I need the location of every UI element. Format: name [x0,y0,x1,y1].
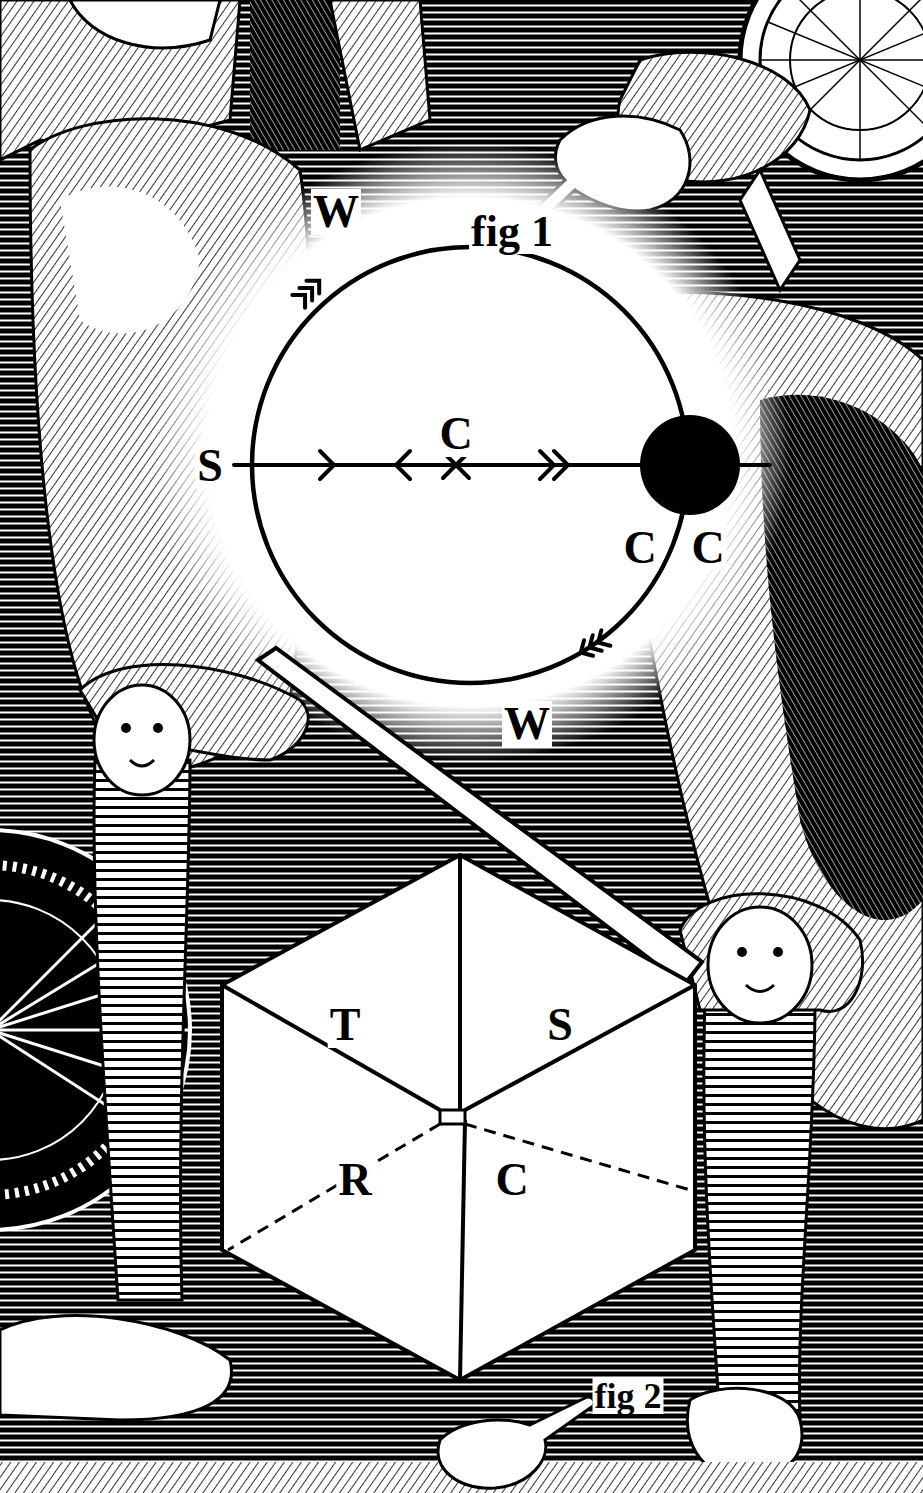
column [250,0,340,150]
lion-pillar [680,894,863,1420]
robe-fold [330,0,430,150]
cube [222,855,695,1380]
cube-face-label: S [545,1002,575,1048]
figure-number: fig 2 [593,1378,664,1414]
orbit-label: S [195,443,225,489]
halo [150,142,790,762]
robe-fold [70,0,220,48]
pointing-hand [438,1397,594,1488]
orbit-label: C [689,525,726,571]
orbit-label: C [437,411,474,457]
foot [0,1316,232,1420]
cube-face-label: T [328,1002,363,1048]
planet-dot [640,415,740,515]
orbit-label: C [621,525,658,571]
figure-highlight [60,187,200,334]
figure-number: fig 1 [469,210,555,254]
orbit-label: W [311,189,361,235]
cube-face-label: R [336,1157,373,1203]
orbit-diagram [234,247,770,683]
orbit-label: W [502,701,552,747]
cube-face-label: C [493,1157,530,1203]
